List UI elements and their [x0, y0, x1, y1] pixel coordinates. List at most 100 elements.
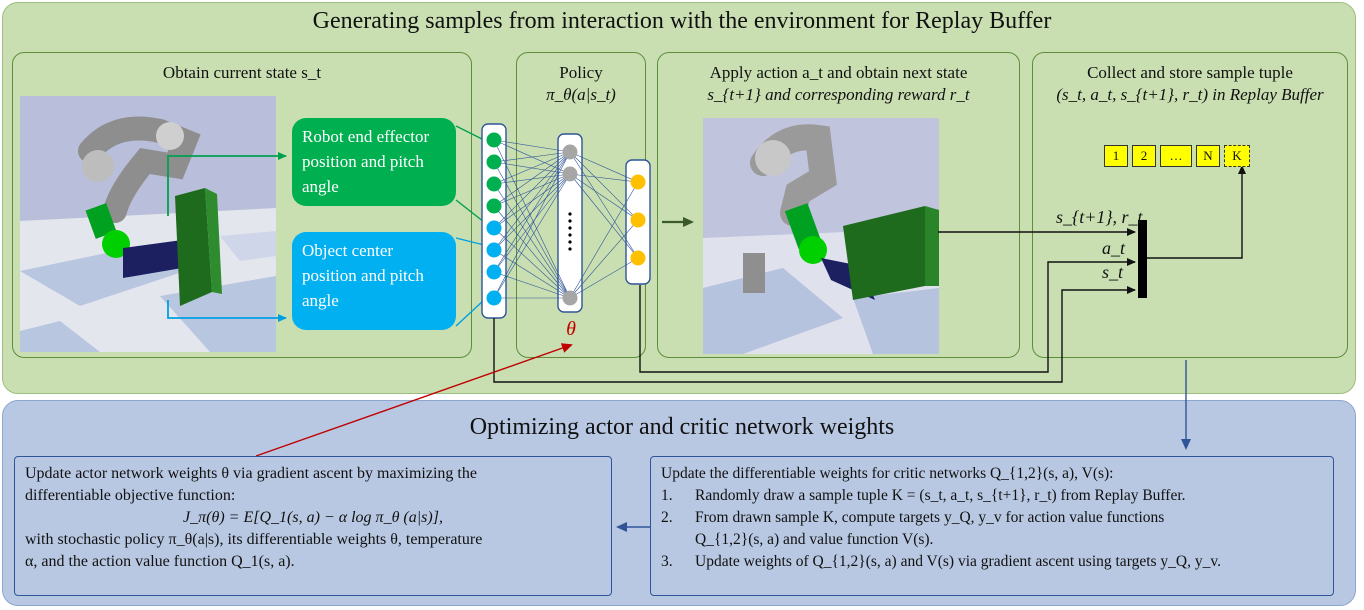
- critic-step-2b-num: [661, 529, 695, 551]
- critic-step-3: 3.Update weights of Q_{1,2}(s, a) and V(…: [661, 551, 1323, 573]
- mux-label-next: s_{t+1}, r_t: [1056, 207, 1143, 227]
- action-feed-arrow: [639, 258, 1136, 373]
- optimization-title: Optimizing actor and critic network weig…: [469, 414, 895, 440]
- input-node: [486, 198, 502, 214]
- input-hidden-edge: [493, 151, 571, 299]
- critic-step-2-text: From drawn sample K, compute targets y_Q…: [695, 509, 1165, 526]
- mux-label-action: a_t: [1102, 238, 1126, 258]
- output-node: [630, 212, 646, 228]
- robot-state-pill: Robot end effector position and pitch an…: [292, 118, 456, 206]
- action-box: [657, 52, 1020, 358]
- input-node: [486, 220, 502, 236]
- hidden-output-edge: [569, 181, 639, 299]
- robot-pill-connector-low: [455, 199, 485, 223]
- input-hidden-edge: [493, 139, 571, 299]
- store-caption-line1: Collect and store sample tuple: [1087, 63, 1293, 82]
- input-hidden-edge: [493, 151, 571, 163]
- actor-update-box: Update actor network weights θ via gradi…: [14, 456, 612, 596]
- hidden-output-edge: [569, 219, 639, 299]
- next-state-render-drawing: [703, 118, 939, 354]
- store-box: [1032, 52, 1348, 358]
- store-caption: Collect and store sample tuple (s_t, a_t…: [1032, 62, 1348, 106]
- state-caption-text: Obtain current state s_t: [162, 63, 322, 82]
- tuple-mux-bar: [1138, 220, 1147, 298]
- actor-equation: J_π(θ) = E[Q_1(s, a) − α log π_θ (a|s)],: [183, 509, 443, 526]
- robot-state-arrow: [167, 152, 287, 216]
- input-hidden-edge: [493, 227, 571, 299]
- actor-line1: Update actor network weights θ via gradi…: [25, 465, 477, 482]
- action-caption-line1: Apply action a_t and obtain next state: [709, 63, 968, 82]
- input-node: [486, 176, 502, 192]
- output-node: [630, 174, 646, 190]
- buffer-cell-2: 2: [1132, 145, 1156, 167]
- hidden-output-edge: [569, 151, 639, 183]
- critic-step-2: 2. From drawn sample K, compute targets y…: [661, 507, 1323, 529]
- hidden-output-edge: [569, 173, 639, 259]
- actor-line3: with stochastic policy π_θ(a|s), its dif…: [25, 531, 483, 548]
- critic-step-2-num: 2.: [661, 509, 673, 526]
- actor-line2: differentiable objective function:: [25, 487, 236, 504]
- policy-label: Policy: [559, 63, 603, 82]
- input-hidden-edge: [493, 151, 571, 251]
- state-feed-arrow: [493, 286, 1136, 383]
- input-node: [486, 290, 502, 306]
- hidden-output-edge: [569, 151, 639, 221]
- network-nodes: [486, 132, 646, 306]
- input-hidden-edge: [493, 161, 571, 299]
- hidden-output-edge: [569, 173, 639, 221]
- buffer-cell-1: 1: [1104, 145, 1128, 167]
- current-state-render-drawing: [20, 96, 276, 352]
- output-node: [630, 250, 646, 266]
- state-caption: Obtain current state s_t: [12, 62, 472, 84]
- input-hidden-edge: [493, 139, 571, 153]
- actor-line4: α, and the action value function Q_1(s, …: [25, 553, 295, 570]
- critic-step-1: 1. Randomly draw a sample tuple K = (s_t,…: [661, 485, 1323, 507]
- input-node: [486, 132, 502, 148]
- critic-step-1-num: 1.: [661, 487, 673, 504]
- critic-step-2b-text: Q_{1,2}(s, a) and value function V(s).: [695, 531, 934, 548]
- critic-step-1-text: Randomly draw a sample tuple K = (s_t, a…: [695, 487, 1186, 504]
- buffer-cell-n: N: [1196, 145, 1220, 167]
- policy-caption: Policy π_θ(a|s_t): [516, 62, 646, 106]
- input-node: [486, 264, 502, 280]
- hidden-node: [562, 144, 578, 160]
- replay-buffer: 1 2 … N K: [1104, 145, 1256, 167]
- input-hidden-edge: [493, 173, 571, 299]
- input-hidden-edge: [493, 151, 571, 207]
- object-state-arrow: [167, 300, 287, 322]
- next-state-render: [703, 118, 939, 354]
- input-hidden-edge: [493, 151, 571, 185]
- input-node: [486, 242, 502, 258]
- input-node: [486, 154, 502, 170]
- object-state-pill: Object center position and pitch angle: [292, 232, 456, 330]
- input-hidden-edge: [493, 271, 571, 299]
- object-pill-connector-low: [455, 299, 485, 327]
- critic-update-box: Update the differentiable weights for cr…: [650, 456, 1334, 596]
- critic-step-2-cont: Q_{1,2}(s, a) and value function V(s).: [661, 529, 1323, 551]
- hidden-ellipsis: [568, 212, 572, 251]
- hidden-output-edge: [569, 257, 639, 299]
- action-caption: Apply action a_t and obtain next state s…: [657, 62, 1020, 106]
- theta-label: θ: [566, 318, 576, 340]
- hidden-node: [562, 290, 578, 306]
- network-connections: [493, 139, 639, 299]
- state-box: [12, 52, 472, 358]
- store-caption-line2: (s_t, a_t, s_{t+1}, r_t) in Replay Buffe…: [1056, 85, 1324, 104]
- robot-pill-connector: [455, 125, 485, 141]
- critic-step-3-text: Update weights of Q_{1,2}(s, a) and V(s)…: [695, 553, 1221, 570]
- buffer-cell-ellipsis: …: [1160, 145, 1192, 167]
- sample-generation-title: Generating samples from interaction with…: [312, 8, 1052, 34]
- store-arrow: [1147, 165, 1246, 259]
- input-hidden-edge: [493, 183, 571, 299]
- buffer-cell-k: K: [1224, 145, 1250, 167]
- input-hidden-edge: [493, 249, 571, 299]
- current-state-render: [20, 96, 276, 352]
- mux-label-state: s_t: [1102, 262, 1124, 282]
- input-hidden-edge: [493, 205, 571, 299]
- action-caption-line2: s_{t+1} and corresponding reward r_t: [707, 85, 970, 104]
- hidden-output-edge: [569, 173, 639, 183]
- input-hidden-edge: [493, 173, 571, 273]
- policy-expression: π_θ(a|s_t): [546, 85, 616, 104]
- input-hidden-edge: [493, 151, 571, 229]
